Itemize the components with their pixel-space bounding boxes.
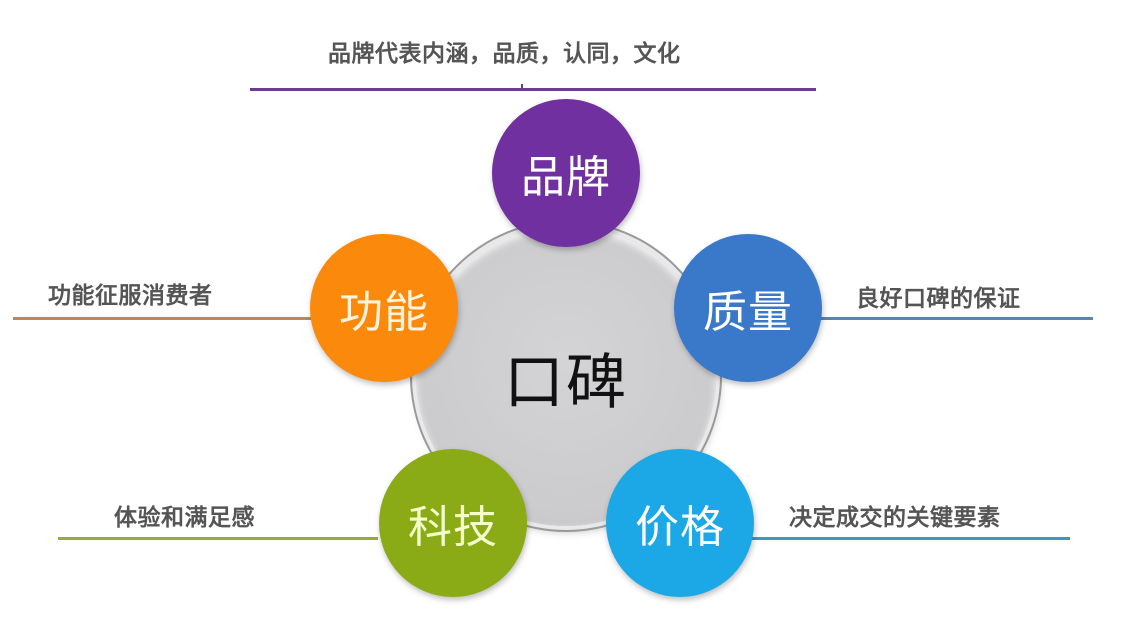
- function-description: 功能征服消费者: [48, 283, 213, 309]
- brand-node-label: 品牌: [521, 152, 611, 203]
- technology-node-label: 科技: [408, 502, 498, 553]
- technology-connector-line: [58, 537, 378, 540]
- function-node: 功能: [310, 234, 458, 382]
- technology-node: 科技: [379, 449, 527, 597]
- price-description: 决定成交的关键要素: [789, 505, 1001, 531]
- brand-description: 品牌代表内涵，品质，认同，文化: [328, 41, 681, 67]
- brand-connector-line: [250, 88, 816, 91]
- center-hub-label: 口碑: [504, 348, 628, 418]
- price-node: 价格: [606, 449, 754, 597]
- quality-node: 质量: [674, 234, 822, 382]
- price-connector-line: [752, 537, 1070, 540]
- quality-connector-line: [818, 317, 1093, 320]
- brand-node: 品牌: [492, 99, 640, 247]
- function-node-label: 功能: [339, 287, 429, 338]
- brand-connector-tick: [521, 84, 523, 90]
- technology-description: 体验和满足感: [114, 505, 255, 531]
- price-node-label: 价格: [635, 502, 725, 553]
- function-connector-line: [13, 317, 313, 320]
- quality-description: 良好口碑的保证: [856, 286, 1021, 312]
- quality-node-label: 质量: [703, 287, 793, 338]
